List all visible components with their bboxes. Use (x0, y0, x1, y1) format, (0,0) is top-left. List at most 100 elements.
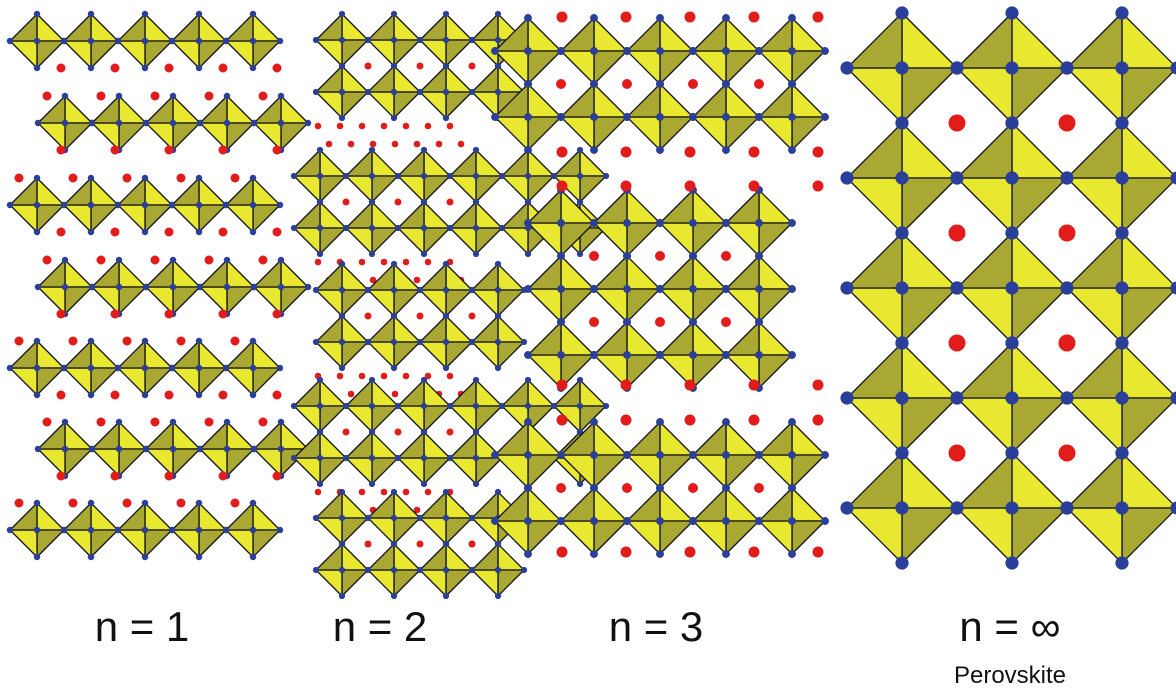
oxygen-atom (895, 6, 909, 20)
oxygen-atom (338, 114, 346, 122)
a-site-cation (358, 122, 366, 130)
oxygen-atom (1115, 556, 1129, 570)
a-site-cation (110, 227, 120, 237)
octahedron (342, 376, 402, 436)
octahedron (446, 376, 506, 436)
a-site-cation (589, 251, 599, 261)
octahedron (840, 446, 964, 570)
oxygen-atom (524, 550, 532, 558)
oxygen-atom (34, 283, 42, 291)
a-site-cation (620, 11, 632, 23)
oxygen-atom (33, 37, 41, 45)
oxygen-atom (34, 119, 42, 127)
oxygen-atom (195, 337, 203, 345)
oxygen-atom (576, 146, 584, 154)
oxygen-atom (1005, 116, 1019, 130)
oxygen-atom (141, 10, 149, 18)
oxygen-atom (623, 285, 631, 293)
oxygen-atom (249, 526, 257, 534)
oxygen-atom (87, 553, 95, 561)
a-site-cation (364, 62, 372, 70)
oxygen-atom (524, 418, 532, 426)
octahedron (590, 252, 664, 326)
oxygen-atom (1060, 281, 1074, 295)
oxygen-atom (895, 61, 909, 75)
oxygen-atom (1005, 281, 1019, 295)
oxygen-atom (316, 146, 324, 154)
oxygen-atom (656, 146, 664, 154)
oxygen-atom (442, 566, 450, 574)
a-site-cation (272, 63, 282, 73)
a-site-cation (14, 336, 24, 346)
oxygen-atom (623, 451, 631, 459)
a-site-cation (218, 227, 228, 237)
oxygen-atom (442, 540, 450, 548)
oxygen-atom (249, 64, 257, 72)
octahedron (342, 428, 402, 488)
a-site-cation (56, 471, 66, 481)
perovskite-structures-figure (6, 6, 1176, 600)
oxygen-atom (755, 47, 763, 55)
a-site-cation (150, 255, 160, 265)
oxygen-atom (141, 526, 149, 534)
oxygen-atom (557, 351, 565, 359)
octahedron (446, 198, 506, 258)
a-site-cation (110, 390, 120, 400)
oxygen-atom (494, 364, 502, 372)
a-site-cation (96, 417, 106, 427)
oxygen-atom (142, 445, 150, 453)
oxygen-atom (524, 146, 532, 154)
oxygen-atom (368, 376, 376, 384)
oxygen-atom (390, 62, 398, 70)
octahedron (290, 198, 350, 258)
oxygen-atom (472, 172, 480, 180)
a-site-cation (394, 198, 402, 206)
oxygen-atom (338, 88, 346, 96)
oxygen-atom (390, 10, 398, 18)
a-site-cation (948, 444, 966, 462)
oxygen-atom (168, 37, 176, 45)
oxygen-atom (468, 514, 476, 522)
a-site-cation (68, 173, 78, 183)
oxygen-atom (722, 285, 730, 293)
a-site-cation (748, 379, 760, 391)
oxygen-atom (420, 198, 428, 206)
oxygen-atom (316, 172, 324, 180)
oxygen-atom (1115, 336, 1129, 350)
oxygen-atom (416, 36, 424, 44)
octahedron (950, 336, 1074, 460)
oxygen-atom (249, 201, 257, 209)
oxygen-atom (656, 484, 664, 492)
oxygen-atom (689, 285, 697, 293)
octahedron (60, 337, 122, 399)
oxygen-atom (168, 526, 176, 534)
oxygen-atom (576, 480, 584, 488)
oxygen-atom (88, 283, 96, 291)
oxygen-atom (342, 172, 350, 180)
a-site-cation (446, 428, 454, 436)
octahedron (416, 540, 476, 600)
octahedron (88, 418, 150, 480)
oxygen-atom (788, 113, 796, 121)
oxygen-atom (472, 428, 480, 436)
oxygen-atom (788, 80, 796, 88)
oxygen-atom (169, 119, 177, 127)
octahedron (468, 260, 528, 320)
a-site-cation (110, 471, 120, 481)
octahedron (60, 174, 122, 236)
octahedron (312, 62, 372, 122)
oxygen-atom (788, 418, 796, 426)
oxygen-atom (223, 283, 231, 291)
oxygen-atom (722, 484, 730, 492)
oxygen-atom (60, 364, 68, 372)
oxygen-atom (420, 376, 428, 384)
octahedron (950, 446, 1074, 570)
a-site-cation (468, 312, 476, 320)
label-n1: n = 1 (94, 603, 190, 650)
oxygen-atom (342, 224, 350, 232)
oxygen-atom (895, 336, 909, 350)
oxygen-atom (368, 428, 376, 436)
octahedron (416, 312, 476, 372)
oxygen-atom (788, 484, 796, 492)
oxygen-atom (494, 88, 502, 96)
